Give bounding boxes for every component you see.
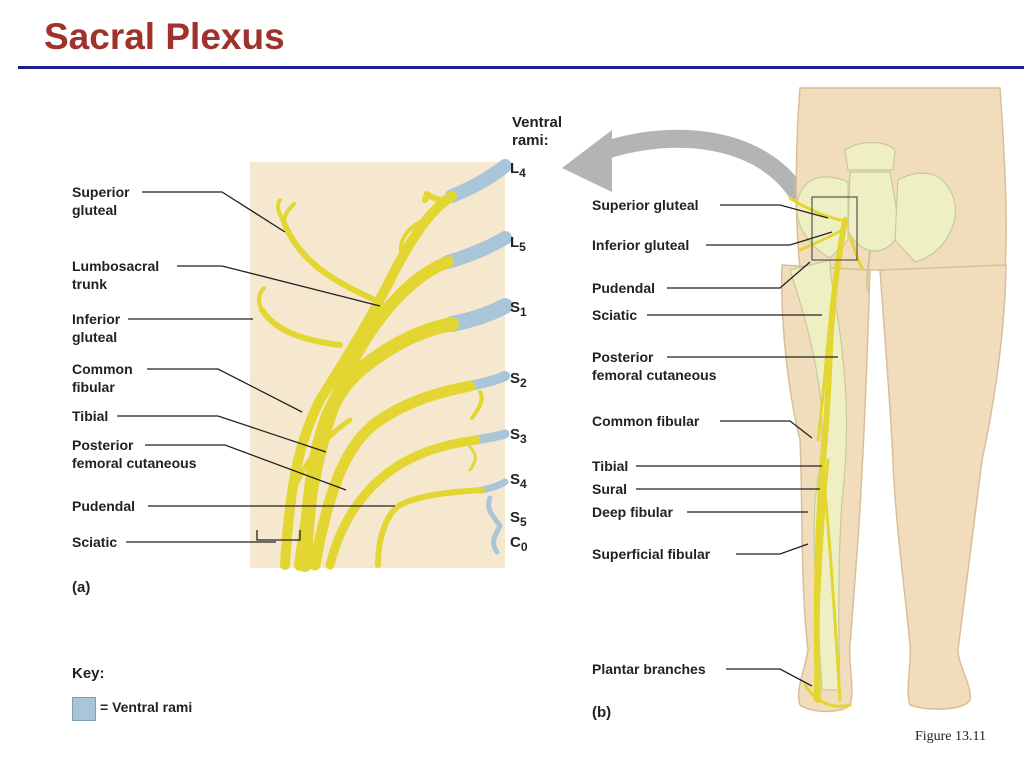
root-number: 1	[520, 305, 527, 319]
magnify-box	[811, 196, 858, 261]
gluteal-fold	[866, 249, 871, 293]
label-b-superficial-fibular: Superficial fibular	[592, 546, 711, 562]
key-ventral-rami-label: = Ventral rami	[100, 699, 193, 715]
root-label-l5: L5	[510, 234, 526, 254]
root-number: 4	[520, 477, 527, 491]
root-label-s1: S1	[510, 299, 527, 319]
label-line: Inferior	[72, 311, 121, 327]
magnify-arrowhead	[562, 130, 612, 192]
root-letter: S	[510, 426, 521, 443]
panel-a-leaders	[117, 191, 395, 543]
key-heading: Key:	[72, 665, 105, 682]
label-a-inferior-gluteal: Inferior gluteal	[72, 310, 120, 346]
label-line: trunk	[72, 276, 107, 292]
label-line: gluteal	[72, 202, 118, 218]
panel-a-tag: (a)	[72, 579, 91, 596]
label-b-pudendal: Pudendal	[592, 280, 656, 296]
label-a-posterior-femoral-cutaneous: Posterior femoral cutaneous	[72, 436, 196, 472]
label-b-inferior-gluteal: Inferior gluteal	[592, 237, 690, 253]
root-number: 4	[519, 166, 526, 180]
root-letter: L	[510, 160, 520, 177]
title-rule	[18, 66, 1024, 69]
label-line: femoral cutaneous	[72, 455, 197, 471]
root-label-s5: S5	[510, 509, 527, 529]
label-b-deep-fibular: Deep fibular	[592, 504, 673, 520]
label-line: Lumbosacral	[72, 258, 160, 274]
root-number: 3	[520, 432, 527, 446]
root-letter: S	[510, 299, 521, 316]
label-a-superior-gluteal: Superior gluteal	[72, 183, 130, 219]
root-label-l4: L4	[510, 160, 526, 180]
label-line: Posterior	[72, 437, 134, 453]
label-b-posterior-femoral-cutaneous: Posterior femoral cutaneous	[592, 348, 716, 384]
key-ventral-rami-swatch	[72, 697, 96, 721]
root-number: 5	[519, 240, 526, 254]
root-label-c0: C0	[510, 534, 528, 554]
label-b-sural: Sural	[592, 481, 628, 497]
ventral-rami-heading: Ventral rami:	[512, 114, 562, 150]
root-number: 2	[520, 376, 527, 390]
root-letter: C	[510, 534, 521, 551]
root-number: 0	[520, 540, 528, 554]
label-line: Posterior	[592, 349, 654, 365]
panel-b-leaders	[636, 204, 838, 687]
label-b-sciatic: Sciatic	[592, 307, 638, 323]
label-line: Common	[72, 361, 133, 377]
label-a-common-fibular: Common fibular	[72, 360, 133, 396]
label-b-superior-gluteal: Superior gluteal	[592, 197, 699, 213]
slide-title: Sacral Plexus	[44, 16, 285, 57]
label-b-tibial: Tibial	[592, 458, 629, 474]
label-line: fibular	[72, 379, 115, 395]
root-number: 5	[520, 515, 527, 529]
label-a-tibial: Tibial	[72, 408, 109, 424]
label-line: rami:	[512, 132, 549, 149]
label-b-plantar-branches: Plantar branches	[592, 661, 706, 677]
root-label-s2: S2	[510, 370, 527, 390]
label-line: gluteal	[72, 329, 118, 345]
root-label-s3: S3	[510, 426, 527, 446]
panel-b-tag: (b)	[592, 704, 612, 721]
label-a-pudendal: Pudendal	[72, 498, 136, 514]
label-line: femoral cutaneous	[592, 367, 717, 383]
root-letter: S	[510, 509, 521, 526]
label-line: Superior	[72, 184, 130, 200]
root-letter: S	[510, 471, 521, 488]
figure-caption: Figure 13.11	[914, 729, 986, 744]
label-a-sciatic: Sciatic	[72, 534, 118, 550]
panel-b-nerves	[788, 196, 864, 708]
magnify-arrow	[591, 129, 804, 199]
label-line: Ventral	[512, 114, 563, 131]
label-b-common-fibular: Common fibular	[592, 413, 700, 429]
label-a-lumbosacral-trunk: Lumbosacral trunk	[72, 257, 159, 293]
root-letter: L	[510, 234, 520, 251]
root-label-s4: S4	[510, 471, 527, 491]
root-letter: S	[510, 370, 521, 387]
